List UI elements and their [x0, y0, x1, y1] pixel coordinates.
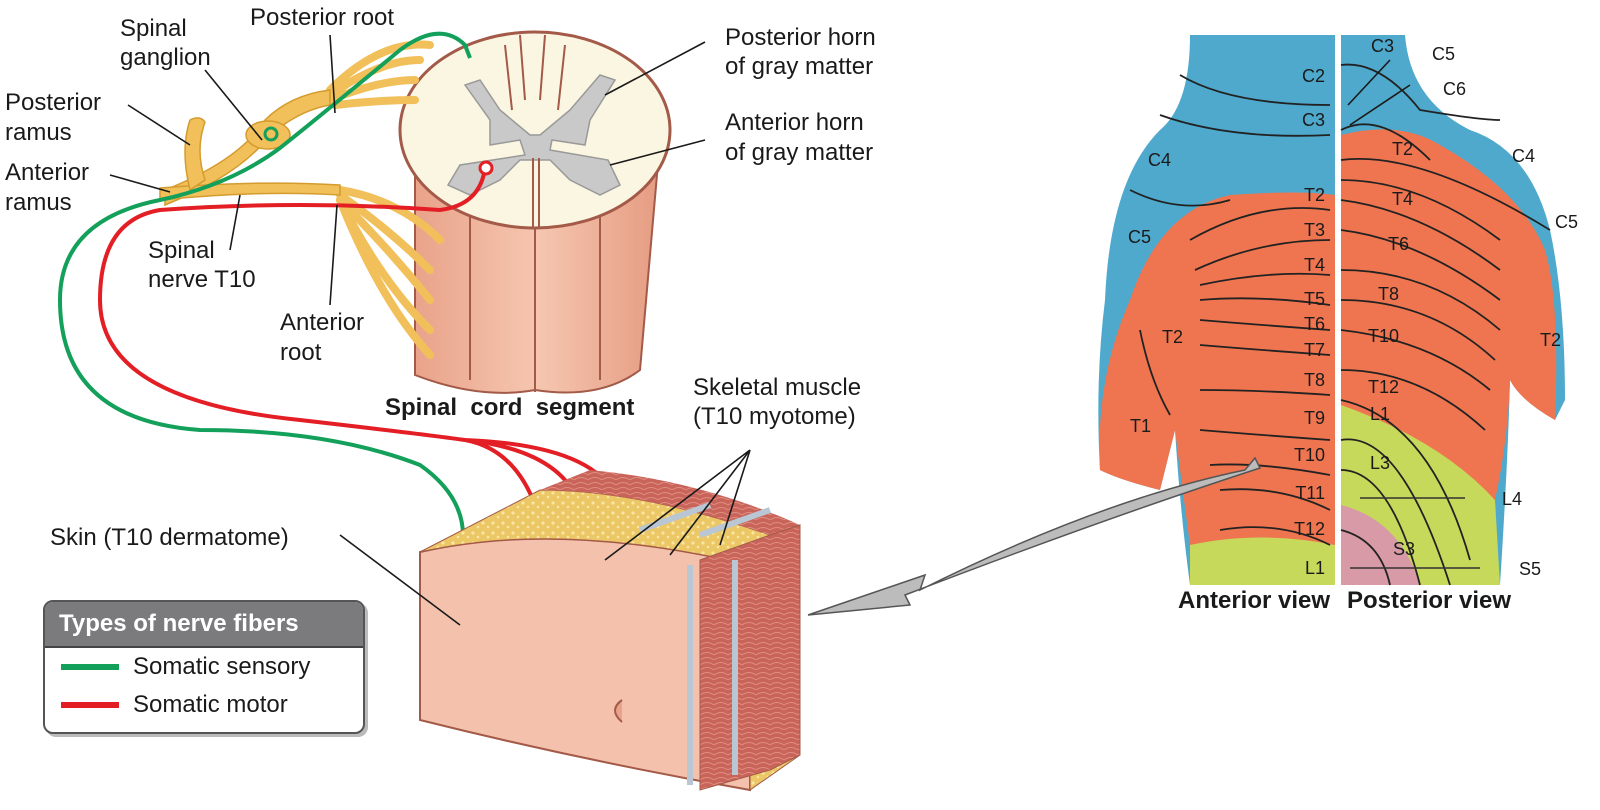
derm-label: T4: [1304, 255, 1325, 275]
svg-text:ramus: ramus: [5, 119, 72, 146]
derm-label: T2: [1162, 327, 1183, 347]
leader-lines: [109, 34, 1480, 626]
derm-label: C3: [1371, 36, 1394, 56]
derm-label: C5: [1432, 44, 1455, 64]
svg-text:Anterior: Anterior: [5, 159, 89, 186]
label-spinal-ganglion: Spinal ganglion: [120, 15, 211, 71]
legend-label: Somatic sensory: [133, 653, 311, 680]
svg-text:Posterior: Posterior: [5, 89, 101, 116]
derm-label: T6: [1388, 234, 1409, 254]
svg-text:Anterior horn: Anterior horn: [725, 109, 864, 136]
derm-label: T2: [1392, 139, 1413, 159]
derm-label: C2: [1302, 66, 1325, 86]
svg-text:ramus: ramus: [5, 189, 72, 216]
label-posterior-root: Posterior root: [250, 4, 394, 31]
derm-label: T6: [1304, 314, 1325, 334]
derm-label: L1: [1370, 404, 1390, 424]
legend-item-sensory: Somatic sensory: [45, 648, 363, 686]
dermatome-posterior-view: [1340, 35, 1565, 586]
svg-text:Anterior: Anterior: [280, 309, 364, 336]
label-anterior-horn: Anterior horn of gray matter: [725, 109, 873, 166]
derm-label: T9: [1304, 408, 1325, 428]
derm-label: T11: [1295, 483, 1325, 503]
derm-label: C5: [1555, 212, 1578, 232]
derm-label: T3: [1304, 220, 1325, 240]
posterior-dermatome-labels: C3 C5 C6 T2 C4 T4 C5 T6 T8 T10 T12 L1 L3…: [1368, 36, 1578, 579]
svg-text:Spinal: Spinal: [148, 237, 215, 264]
derm-label: T2: [1304, 185, 1325, 205]
label-anterior-root: Anterior root: [280, 309, 364, 366]
derm-label: C6: [1443, 79, 1466, 99]
label-spinal-cord-segment: Spinal cord segment: [385, 394, 634, 421]
label-anterior-ramus: Anterior ramus: [5, 159, 89, 216]
derm-label: T4: [1392, 189, 1413, 209]
derm-label: S3: [1393, 539, 1415, 559]
posterior-ramus-branch: [184, 117, 206, 192]
legend-title: Types of nerve fibers: [45, 602, 363, 648]
derm-label: T1: [1130, 416, 1151, 436]
label-skin: Skin (T10 dermatome): [50, 524, 289, 551]
dermatome-pointer-arrow: [807, 456, 1262, 616]
sensory-neuron-cell-body: [263, 126, 279, 142]
tissue-block: [419, 470, 801, 792]
derm-label: L1: [1305, 558, 1325, 578]
derm-label: T8: [1378, 284, 1399, 304]
svg-text:of gray matter: of gray matter: [725, 53, 873, 80]
derm-label: T2: [1540, 330, 1561, 350]
anterior-view-label: Anterior view: [1178, 587, 1330, 614]
label-posterior-horn: Posterior horn of gray matter: [725, 24, 876, 80]
posterior-view-label: Posterior view: [1347, 587, 1511, 614]
derm-label: T5: [1304, 289, 1325, 309]
legend-item-motor: Somatic motor: [45, 686, 363, 724]
svg-text:ganglion: ganglion: [120, 44, 211, 71]
legend: Types of nerve fibers Somatic sensory So…: [43, 600, 365, 734]
motor-neuron-cell-body: [478, 160, 494, 176]
derm-label: L3: [1370, 453, 1390, 473]
derm-label: T12: [1368, 377, 1399, 397]
derm-label: T10: [1294, 445, 1325, 465]
derm-label: T12: [1294, 519, 1325, 539]
derm-label: C4: [1512, 146, 1535, 166]
derm-label: C4: [1148, 150, 1171, 170]
svg-text:(T10 myotome): (T10 myotome): [693, 403, 856, 430]
motor-swatch: [61, 702, 119, 708]
label-spinal-nerve: Spinal nerve T10: [148, 237, 256, 293]
spinal-cord-segment: [398, 30, 672, 394]
svg-text:Spinal: Spinal: [120, 15, 187, 42]
nerve-roots: [326, 40, 444, 359]
dermatome-anterior-view: [1098, 35, 1335, 585]
derm-label: C3: [1302, 110, 1325, 130]
spinal-nerve: [159, 89, 341, 207]
svg-text:root: root: [280, 339, 322, 366]
svg-text:of gray matter: of gray matter: [725, 139, 873, 166]
label-posterior-ramus: Posterior ramus: [5, 89, 101, 146]
derm-label: L4: [1502, 489, 1522, 509]
view-divider: [1335, 35, 1341, 585]
svg-text:Posterior horn: Posterior horn: [725, 24, 876, 51]
derm-label: T10: [1368, 326, 1399, 346]
sensory-fiber: [57, 31, 472, 551]
derm-label: T8: [1304, 370, 1325, 390]
spinal-ganglion-body: [245, 120, 291, 150]
svg-text:Skeletal muscle: Skeletal muscle: [693, 374, 861, 401]
derm-label: S5: [1519, 559, 1541, 579]
svg-text:nerve T10: nerve T10: [148, 266, 256, 293]
sensory-swatch: [61, 664, 119, 670]
label-skeletal-muscle: Skeletal muscle (T10 myotome): [693, 374, 861, 430]
legend-label: Somatic motor: [133, 691, 288, 718]
derm-label: C5: [1128, 227, 1151, 247]
anterior-dermatome-labels: C2 C3 C4 C5 T2 T3 T4 T5 T6 T7 T8 T9 T10 …: [1128, 66, 1325, 578]
derm-label: T7: [1304, 340, 1325, 360]
cord-white-matter: [398, 30, 672, 230]
